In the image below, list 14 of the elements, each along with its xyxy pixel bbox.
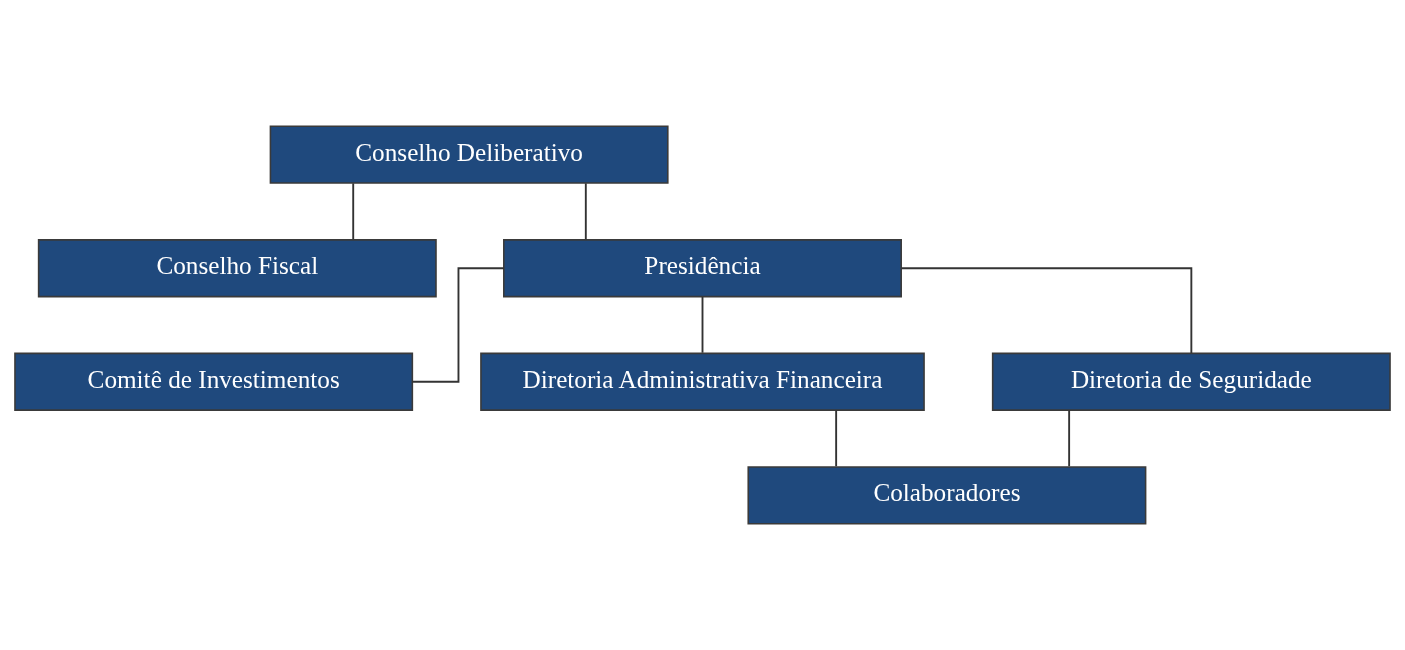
connector	[1068, 409, 1071, 468]
node-box: Comitê de Investimentos	[14, 352, 414, 411]
connector	[411, 267, 505, 383]
connector	[835, 409, 838, 468]
node-box: Diretoria Administrativa Financeira	[480, 352, 925, 411]
node-box: Conselho Fiscal	[37, 239, 437, 298]
node-box: Conselho Deliberativo	[269, 125, 669, 184]
node-box: Diretoria de Seguridade	[991, 352, 1391, 411]
node-box: Presidência	[503, 239, 902, 298]
node-box: Colaboradores	[747, 466, 1147, 525]
connector	[584, 182, 587, 241]
connector	[900, 267, 1193, 355]
connector	[701, 295, 704, 354]
connector	[352, 182, 355, 241]
